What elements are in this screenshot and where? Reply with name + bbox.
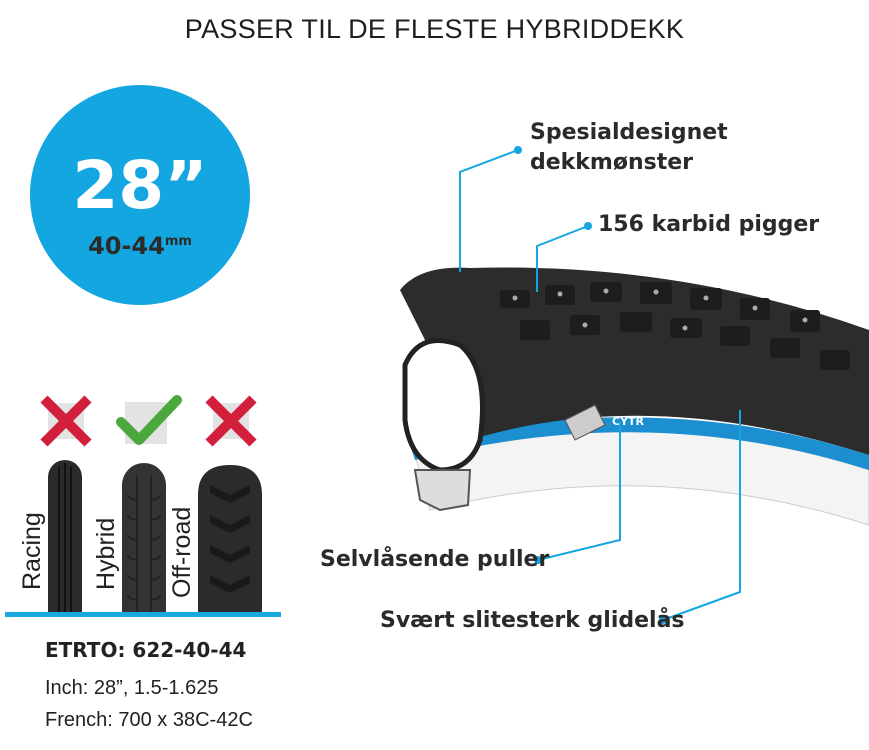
width-range: 40-44mm (30, 232, 250, 260)
callout-studs: 156 karbid pigger (598, 212, 820, 237)
callout-zipper: Svært slitesterk glidelås (380, 608, 685, 633)
tire-label-offroad: Off-road (168, 506, 196, 598)
cross-icon (205, 395, 257, 447)
racing-tire-icon (48, 460, 82, 615)
callout-tread: Spesialdesignet dekkmønster (530, 118, 728, 178)
check-icon (116, 395, 182, 445)
tire-label-hybrid: Hybrid (92, 517, 120, 590)
cross-icon (40, 395, 92, 447)
etrto-spec: ETRTO: 622-40-44 (45, 638, 247, 662)
tire-illustration: CYTR (400, 267, 869, 526)
tire-profiles (48, 460, 262, 615)
hybrid-tire-icon (122, 463, 166, 615)
ground-line (5, 612, 281, 617)
svg-text:CYTR: CYTR (612, 415, 645, 428)
wheel-size: 28” (72, 147, 208, 224)
page-title: PASSER TIL DE FLESTE HYBRIDDEKK (184, 14, 685, 44)
width-unit: mm (164, 234, 192, 249)
callout-tread-line2: dekkmønster (530, 150, 694, 175)
callout-bead-lock: Selvlåsende puller (320, 547, 550, 572)
inch-spec: Inch: 28”, 1.5-1.625 (45, 677, 219, 699)
size-badge: 28” 40-44mm (30, 85, 250, 305)
width-range-value: 40-44 (88, 232, 165, 260)
tire-label-racing: Racing (18, 512, 46, 590)
offroad-tire-icon (198, 465, 262, 615)
french-spec: French: 700 x 38C-42C (45, 709, 253, 731)
callout-tread-line1: Spesialdesignet (530, 120, 728, 145)
